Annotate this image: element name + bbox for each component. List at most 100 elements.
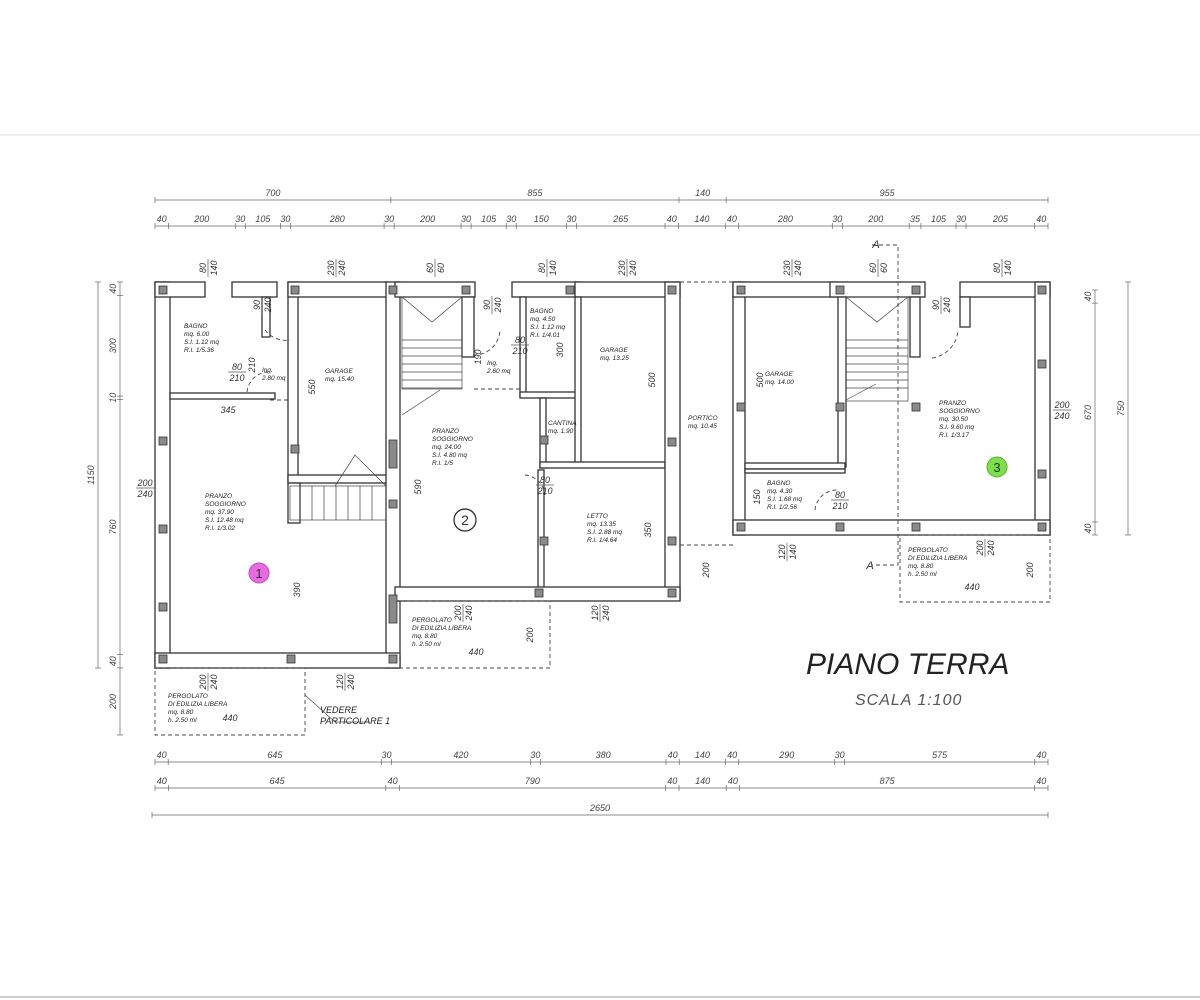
bottom-wall-dimension-label: 645 — [270, 776, 286, 786]
dimension-annotation: 500 — [647, 372, 657, 387]
annotation-bottom-value: 240 — [601, 605, 611, 621]
top-detail-dimension-label: 280 — [777, 214, 793, 224]
bottom-wall-dimension-label: 790 — [525, 776, 540, 786]
dimension-annotation: 440 — [964, 582, 979, 592]
room-label-line: PERGOLATO — [412, 617, 452, 624]
room-label-line: mq. 24.00 — [432, 444, 461, 451]
room-label-line: mq. 4.50 — [530, 316, 556, 323]
top-detail-dimension-label: 40 — [157, 214, 167, 224]
room-label-line: PERGOLATO — [908, 547, 948, 554]
room-label-line: mq. 6.00 — [184, 331, 210, 338]
top-detail-dimension-label: 200 — [193, 214, 209, 224]
top-detail-dimension-label: 30 — [506, 214, 516, 224]
dimension-annotation: 190 — [473, 349, 483, 364]
detail-note-line-1: VEDERE — [320, 705, 358, 715]
bottom-detail-dimension-label: 420 — [453, 750, 468, 760]
top-detail-dimension-label: 30 — [461, 214, 471, 224]
annotation-top-value: 90 — [931, 300, 941, 310]
annotation-top-value: 200 — [1053, 400, 1069, 410]
room-label: Ing.2.60 mq — [486, 360, 511, 375]
annotation-top-value: 60 — [425, 263, 435, 273]
annotation-value: 440 — [222, 713, 237, 723]
unit-marker-2: 2 — [453, 508, 477, 532]
bottom-detail-dimension-label: 575 — [932, 750, 948, 760]
room-label-line: GARAGE — [325, 368, 353, 375]
top-detail-dimension-label: 40 — [1036, 214, 1046, 224]
room-label-line: BAGNO — [767, 480, 790, 487]
annotation-bottom-value: 140 — [209, 260, 219, 275]
room-label-line: S.I. 4.80 mq — [432, 452, 467, 459]
unit-number-3: 3 — [993, 460, 1000, 475]
annotation-bottom-value: 240 — [628, 260, 638, 276]
annotation-bottom-value: 240 — [793, 260, 803, 276]
top-detail-dimension-label: 30 — [280, 214, 290, 224]
section-mark-bottom: A — [865, 560, 873, 572]
annotation-bottom-value: 240 — [1053, 411, 1069, 421]
annotation-bottom-value: 240 — [337, 260, 347, 276]
room-label-line: R.I. 1/5.36 — [184, 347, 214, 354]
room-label-line: Ing. — [487, 360, 498, 367]
top-detail-dimension-label: 35 — [910, 214, 921, 224]
top-overall-dimension-label: 700 — [265, 188, 280, 198]
annotation-top-value: 80 — [232, 362, 242, 372]
left-detail-dimension-label: 300 — [108, 338, 118, 353]
unit-number-1: 1 — [255, 566, 262, 581]
dimension-annotation: 350 — [643, 522, 653, 537]
dimension-annotation: 200 — [701, 562, 711, 578]
annotation-top-value: 120 — [335, 674, 345, 689]
annotation-value: 200 — [701, 562, 711, 578]
annotation-bottom-value: 240 — [464, 605, 474, 621]
bottom-wall-dimension-label: 40 — [388, 776, 398, 786]
room-label-line: BAGNO — [530, 308, 553, 315]
dimension-annotation: 440 — [468, 647, 483, 657]
annotation-top-value: 90 — [482, 300, 492, 310]
annotation-top-value: 80 — [992, 263, 1002, 273]
room-label-line: mq. 13.25 — [600, 355, 629, 362]
right-overall-dimension-label: 750 — [1116, 401, 1126, 416]
door-swings — [246, 329, 959, 511]
bottom-wall-dimension-label: 40 — [1036, 776, 1046, 786]
section-mark-top: A — [871, 239, 879, 251]
annotation-bottom-value: 210 — [228, 373, 244, 383]
room-label-line: mq. 8.80 — [168, 709, 194, 716]
dimension-annotation: 550 — [307, 379, 317, 394]
room-label-line: mq. 8.80 — [908, 563, 934, 570]
room-label-line: R.I. 1/3.17 — [939, 432, 969, 439]
dimension-annotation: 440 — [222, 713, 237, 723]
annotation-bottom-value: 140 — [1003, 260, 1013, 275]
top-detail-dimension-label: 150 — [534, 214, 549, 224]
annotation-value: 500 — [647, 372, 657, 387]
room-label: Ing.2.80 mq — [261, 367, 286, 382]
bottom-detail-dimension-label: 140 — [695, 750, 710, 760]
left-detail-dimension-label: 760 — [108, 519, 118, 534]
annotation-top-value: 90 — [252, 300, 262, 310]
room-label-line: mq. 1.90 — [548, 428, 574, 435]
total-dimension-label: 2650 — [589, 803, 610, 813]
annotation-bottom-value: 210 — [511, 346, 527, 356]
room-label-line: S.I. 1.68 mq — [767, 496, 802, 503]
top-detail-dimension-label: 265 — [612, 214, 629, 224]
columns — [158, 285, 1047, 664]
room-label-line: Ing. — [262, 367, 273, 374]
room-label-line: DI EDILIZIA LIBERA — [168, 701, 227, 708]
left-overall-dimension-label: 1150 — [86, 465, 96, 484]
dimension-annotation: 150 — [752, 489, 762, 504]
plan-title: PIANO TERRA — [806, 648, 1009, 681]
annotation-value: 300 — [555, 342, 565, 357]
annotation-top-value: 230 — [617, 260, 627, 276]
